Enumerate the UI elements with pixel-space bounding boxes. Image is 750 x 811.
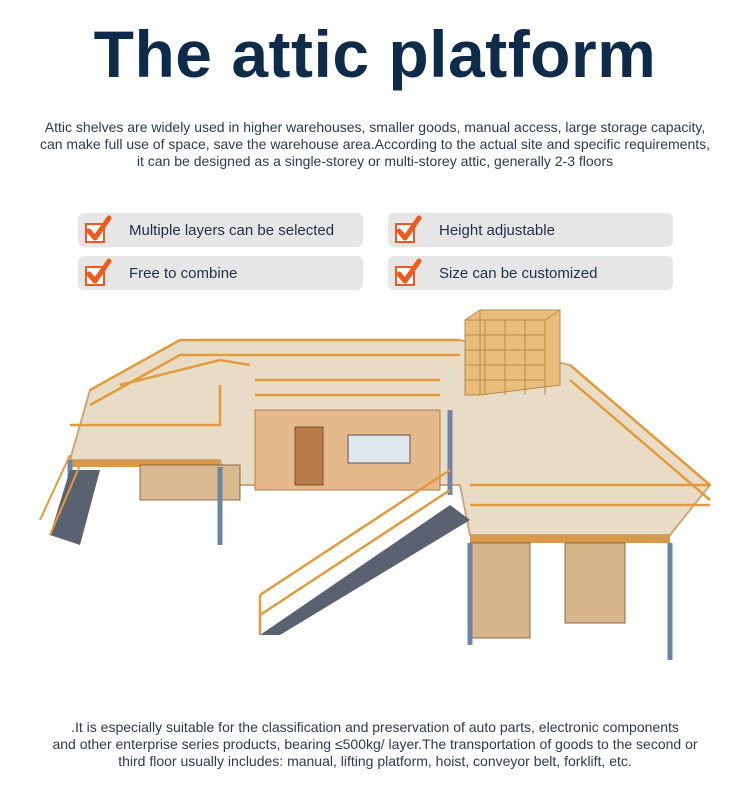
page-title: The attic platform <box>93 17 657 91</box>
box-stack <box>464 309 561 396</box>
checkmark-icon <box>393 215 423 245</box>
stairs-left <box>39 454 100 545</box>
checkmark-icon <box>83 215 113 245</box>
feature-size-customized: Size can be customized <box>388 256 673 290</box>
feature-free-to-combine: Free to combine <box>78 256 363 290</box>
feature-label: Size can be customized <box>439 264 598 282</box>
outro-line: and other enterprise series products, be… <box>52 736 698 752</box>
intro-line: it can be designed as a single-storey or… <box>136 153 614 169</box>
intro-text: Attic shelves are widely used in higher … <box>0 119 750 170</box>
intro-line: Attic shelves are widely used in higher … <box>44 119 706 135</box>
feature-label: Free to combine <box>129 264 238 282</box>
outro-line: third floor usually includes: manual, li… <box>118 753 632 769</box>
checkmark-icon <box>393 258 423 288</box>
feature-label: Multiple layers can be selected <box>129 221 335 239</box>
checkmark-icon <box>83 258 113 288</box>
attic-platform-illustration <box>39 309 712 660</box>
feature-height-adjustable: Height adjustable <box>388 213 673 247</box>
outro-line: .It is especially suitable for the class… <box>71 719 679 735</box>
feature-label: Height adjustable <box>439 221 555 239</box>
intro-line: can make full use of space, save the war… <box>39 136 711 152</box>
stairs-ramp <box>258 468 470 635</box>
feature-multiple-layers: Multiple layers can be selected <box>78 213 363 247</box>
outro-text: .It is especially suitable for the class… <box>0 719 750 770</box>
